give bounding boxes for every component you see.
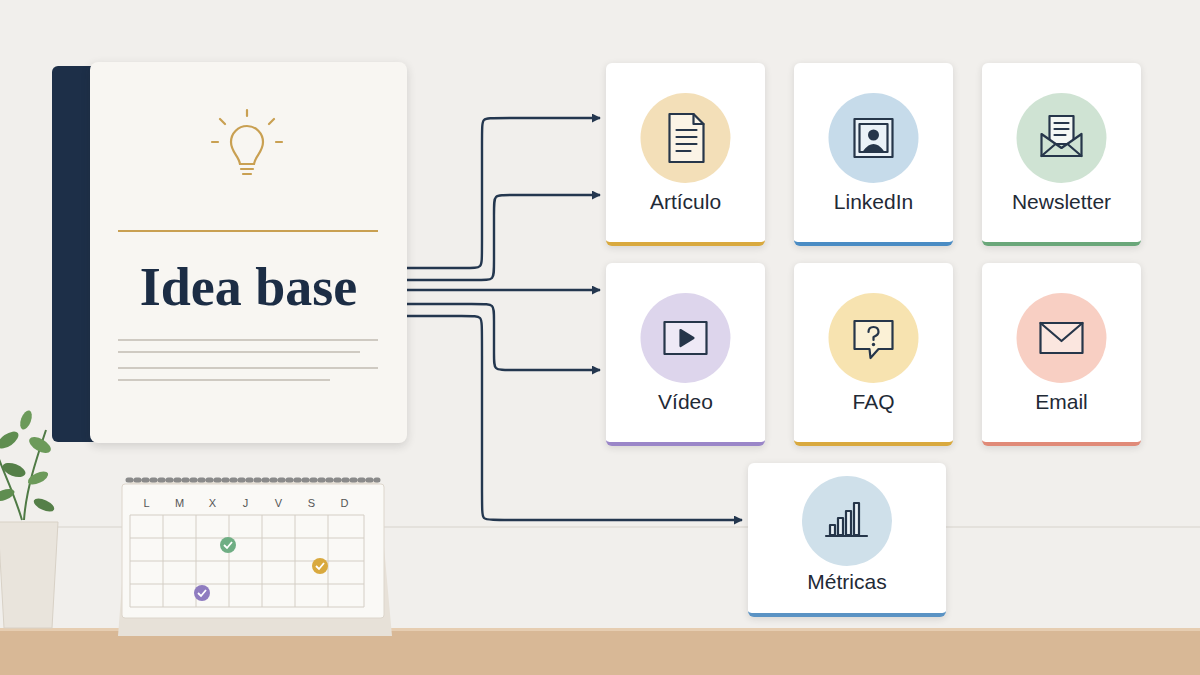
card-icon: [90, 62, 407, 443]
channel-label: FAQ: [852, 387, 894, 417]
weekday-label: V: [275, 497, 282, 510]
channel-label: Newsletter: [1012, 187, 1111, 217]
metrics-card: Métricas: [748, 463, 946, 617]
flow-arrow: [407, 118, 600, 268]
channel-card: Vídeo: [606, 263, 765, 446]
plant: [0, 409, 58, 628]
card-icon: [606, 263, 765, 442]
channel-card: LinkedIn: [794, 63, 953, 246]
weekday-label: X: [209, 497, 216, 510]
weekday-label: D: [341, 497, 349, 510]
card-icon: [982, 263, 1141, 442]
flow-arrow: [407, 195, 600, 280]
card-icon: [606, 63, 765, 242]
card-icon: [794, 63, 953, 242]
channel-label: Artículo: [650, 187, 721, 217]
channel-card: Newsletter: [982, 63, 1141, 246]
weekday-label: J: [243, 497, 249, 510]
channel-label: Métricas: [807, 567, 886, 597]
weekday-label: L: [143, 497, 149, 510]
idea-card: Idea base: [90, 62, 407, 443]
card-icon: [982, 63, 1141, 242]
channel-label: LinkedIn: [834, 187, 913, 217]
desk-calendar: [118, 480, 392, 636]
channel-card: FAQ: [794, 263, 953, 446]
channel-card: Artículo: [606, 63, 765, 246]
flow-arrow: [407, 304, 600, 370]
card-title: Idea base: [140, 258, 358, 316]
idea-illustration: [118, 110, 378, 380]
weekday-label: S: [308, 497, 315, 510]
channel-label: Vídeo: [658, 387, 713, 417]
flow-arrow: [407, 289, 600, 291]
channel-label: Email: [1035, 387, 1088, 417]
channel-card: Email: [982, 263, 1141, 446]
card-icon: [794, 263, 953, 442]
weekday-label: M: [175, 497, 184, 510]
